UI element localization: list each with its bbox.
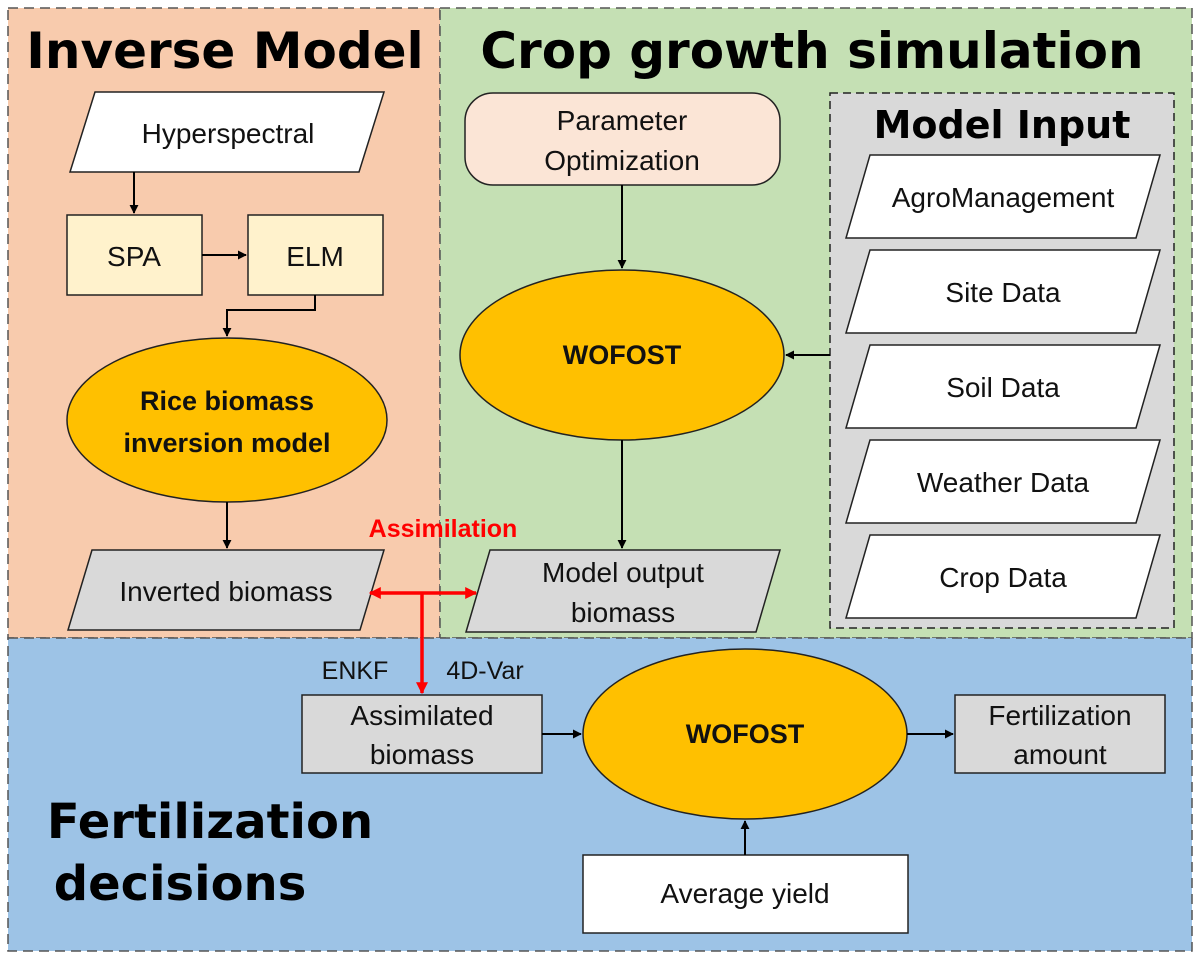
crop-growth-title: Crop growth simulation — [480, 22, 1143, 80]
fourdvar-label: 4D-Var — [446, 657, 523, 685]
rice-model-label-line1: Rice biomass — [140, 386, 314, 416]
fertilization-title-line2: decisions — [54, 856, 307, 912]
fert-amount-label-line2: amount — [1013, 739, 1107, 770]
average-yield-node — [582, 854, 909, 934]
assimilated-label-line1: Assimilated — [350, 700, 493, 731]
assimilation-label: Assimilation — [369, 515, 518, 543]
spa-label: SPA — [107, 241, 161, 272]
enkf-label: ENKF — [322, 657, 389, 685]
inverted-biomass-label: Inverted biomass — [119, 576, 332, 607]
input-site-data — [845, 249, 1161, 334]
input-crop-data-label: Crop Data — [939, 562, 1067, 593]
assimilated-label-line2: biomass — [370, 739, 474, 770]
arrow-elm-to-model — [222, 295, 316, 337]
inverted-biomass-node — [66, 549, 386, 631]
input-agromanagement — [845, 154, 1161, 239]
input-weather-data-label: Weather Data — [917, 467, 1090, 498]
input-agromanagement-label: AgroManagement — [892, 182, 1115, 213]
param-opt-label-line1: Parameter — [557, 105, 688, 136]
input-site-data-label: Site Data — [945, 277, 1061, 308]
input-soil-data-label: Soil Data — [946, 372, 1060, 403]
model-output-label-line1: Model output — [542, 557, 704, 588]
hyperspectral-node — [68, 91, 386, 173]
model-input-title: Model Input — [874, 103, 1131, 147]
fert-amount-label-line1: Fertilization — [988, 700, 1131, 731]
input-crop-data — [845, 534, 1161, 619]
wofost-top-label: WOFOST — [563, 340, 682, 370]
inverse-model-title: Inverse Model — [26, 22, 423, 80]
elm-label: ELM — [286, 241, 344, 272]
model-output-biomass-node — [464, 549, 782, 633]
rice-model-label-line2: inversion model — [123, 428, 330, 458]
param-opt-label-line2: Optimization — [544, 145, 700, 176]
average-yield-label: Average yield — [660, 878, 829, 909]
rice-inversion-model-node — [66, 337, 388, 503]
spa-node — [66, 214, 203, 296]
model-output-label-line2: biomass — [571, 597, 675, 628]
hyperspectral-label: Hyperspectral — [142, 118, 315, 149]
fertilization-title-line1: Fertilization — [47, 794, 373, 850]
assimilated-biomass-node — [301, 694, 543, 774]
input-weather-data — [845, 439, 1161, 524]
input-soil-data — [845, 344, 1161, 429]
fertilization-amount-node — [954, 694, 1166, 774]
wofost-bottom-label: WOFOST — [686, 719, 805, 749]
